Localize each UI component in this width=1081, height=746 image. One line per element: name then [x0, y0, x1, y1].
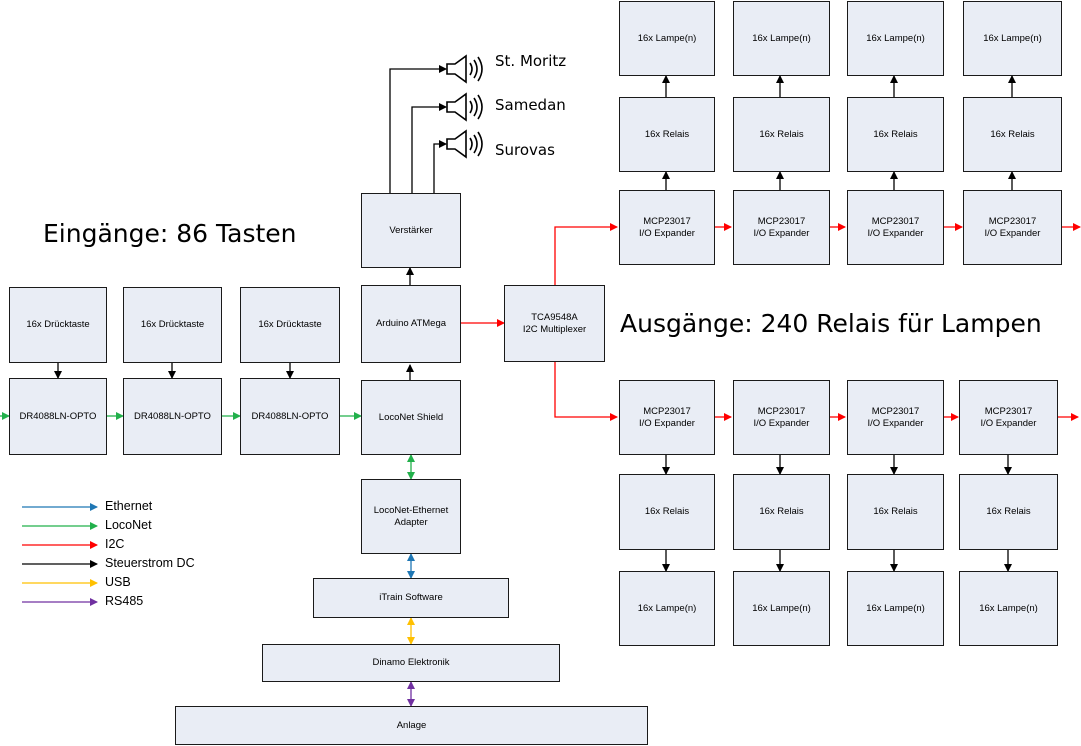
speaker-label-st-moritz: St. Moritz — [495, 52, 567, 70]
arduino-box: Arduino ATMega — [361, 285, 461, 363]
anlage-box: Anlage — [175, 706, 648, 745]
legend-arrows — [22, 503, 98, 606]
top-relais-box-2: 16x Relais — [733, 97, 830, 172]
bottom-mcp-box-1: MCP23017 I/O Expander — [619, 380, 715, 455]
top-mcp-box-3: MCP23017 I/O Expander — [847, 190, 944, 265]
dc-wires — [54, 65, 1016, 572]
legend-label-usb: USB — [105, 575, 131, 589]
i2c-wires — [461, 223, 1081, 421]
verstaerker-box: Verstärker — [361, 193, 461, 268]
bottom-lamp-box-3: 16x Lampe(n) — [847, 571, 944, 646]
legend-label-steuerstrom: Steuerstrom DC — [105, 556, 195, 570]
bottom-lamp-box-4: 16x Lampe(n) — [959, 571, 1058, 646]
druecktaste-box-1: 16x Drücktaste — [9, 287, 107, 363]
bottom-lamp-box-1: 16x Lampe(n) — [619, 571, 715, 646]
legend-label-i2c: I2C — [105, 537, 125, 551]
opto-box-1: DR4088LN-OPTO — [9, 378, 107, 455]
speaker-icon — [446, 129, 483, 159]
speaker-icon — [446, 92, 483, 122]
top-lamp-box-2: 16x Lampe(n) — [733, 1, 830, 76]
itrain-software-box: iTrain Software — [313, 578, 509, 618]
opto-box-2: DR4088LN-OPTO — [123, 378, 222, 455]
tca9548a-multiplexer-box: TCA9548A I2C Multiplexer — [504, 285, 605, 362]
top-relais-box-1: 16x Relais — [619, 97, 715, 172]
top-lamp-box-1: 16x Lampe(n) — [619, 1, 715, 76]
bottom-lamp-box-2: 16x Lampe(n) — [733, 571, 830, 646]
loconet-wires — [0, 412, 415, 480]
opto-box-3: DR4088LN-OPTO — [240, 378, 340, 455]
loconet-ethernet-adapter-box: LocoNet-Ethernet Adapter — [361, 479, 461, 554]
druecktaste-box-3: 16x Drücktaste — [240, 287, 340, 363]
druecktaste-box-2: 16x Drücktaste — [123, 287, 222, 363]
top-lamp-box-3: 16x Lampe(n) — [847, 1, 944, 76]
bottom-relais-box-3: 16x Relais — [847, 474, 944, 550]
top-lamp-box-4: 16x Lampe(n) — [963, 1, 1062, 76]
legend-label-rs485: RS485 — [105, 594, 144, 608]
bottom-mcp-box-2: MCP23017 I/O Expander — [733, 380, 830, 455]
outputs-title: Ausgänge: 240 Relais für Lampen — [620, 309, 1042, 338]
bottom-relais-box-4: 16x Relais — [959, 474, 1058, 550]
bottom-mcp-box-3: MCP23017 I/O Expander — [847, 380, 944, 455]
speaker-label-samedan: Samedan — [495, 96, 566, 114]
top-mcp-box-4: MCP23017 I/O Expander — [963, 190, 1062, 265]
top-relais-box-3: 16x Relais — [847, 97, 944, 172]
speaker-label-surovas: Surovas — [495, 141, 555, 159]
dinamo-elektronik-box: Dinamo Elektronik — [262, 644, 560, 682]
legend-label-loconet: LocoNet — [105, 518, 152, 532]
top-mcp-box-1: MCP23017 I/O Expander — [619, 190, 715, 265]
bottom-mcp-box-4: MCP23017 I/O Expander — [959, 380, 1058, 455]
legend-label-ethernet: Ethernet — [105, 499, 153, 513]
top-mcp-box-2: MCP23017 I/O Expander — [733, 190, 830, 265]
loconet-shield-box: LocoNet Shield — [361, 380, 461, 455]
bottom-relais-box-1: 16x Relais — [619, 474, 715, 550]
top-relais-box-4: 16x Relais — [963, 97, 1062, 172]
speaker-icon — [446, 54, 483, 84]
inputs-title: Eingänge: 86 Tasten — [43, 219, 297, 248]
bottom-relais-box-2: 16x Relais — [733, 474, 830, 550]
